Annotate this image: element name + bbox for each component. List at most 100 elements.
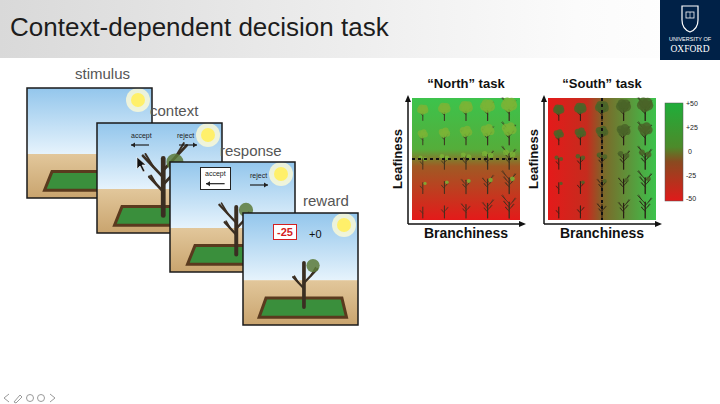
- north-task-map: “North” taskLeafinessBranchiness: [412, 98, 520, 220]
- tree-leaves: [503, 149, 509, 155]
- slide-title: Context-dependent decision task: [10, 13, 389, 42]
- tree-branch: [505, 183, 509, 187]
- tree-branch: [624, 200, 630, 206]
- tree-twig: [442, 161, 443, 163]
- sun: [337, 218, 351, 232]
- colorbar-value: -25: [686, 172, 696, 180]
- y-axis-head: [405, 95, 411, 102]
- tree-leaves: [506, 122, 514, 130]
- nav-back: [4, 394, 9, 402]
- reward-value: -25: [277, 226, 293, 238]
- tree-twig: [512, 204, 514, 207]
- tree-twig: [599, 184, 600, 186]
- arrow-head: [131, 143, 135, 148]
- tree-twig: [483, 202, 485, 205]
- tree-leaves: [485, 124, 493, 132]
- stage-label: response: [220, 143, 282, 160]
- crest-book: [686, 12, 694, 18]
- tree-twig: [506, 183, 507, 185]
- sun-glow: [332, 213, 356, 237]
- tree-branch: [441, 185, 444, 188]
- tree-twig: [642, 158, 643, 160]
- tree-leaves: [421, 129, 427, 135]
- tree-branch: [484, 208, 488, 212]
- y-axis: [543, 100, 545, 224]
- logo-text: UNIVERSITY OF: [669, 36, 711, 42]
- option-label: accept: [205, 170, 226, 178]
- tree-trunk: [580, 157, 581, 169]
- tree-branch: [618, 203, 623, 209]
- tree-trunk: [580, 181, 581, 193]
- colorbar-value: +50: [686, 100, 698, 108]
- tree-branch: [420, 211, 423, 214]
- tree-twig: [578, 161, 579, 163]
- option-label: reject: [177, 132, 194, 140]
- tree-branch: [482, 178, 487, 184]
- map-fill: [412, 98, 520, 220]
- tree-branch: [444, 208, 448, 212]
- tree-twig: [620, 159, 621, 161]
- tree-branch: [502, 171, 509, 179]
- tree-twig: [626, 205, 628, 208]
- axis-label: Leafiness: [391, 129, 405, 189]
- tree-twig: [491, 200, 493, 204]
- tree-leaves: [464, 101, 472, 109]
- tree-twig: [639, 195, 642, 200]
- tree-grid: [417, 97, 517, 218]
- tree-twig: [627, 200, 629, 204]
- tree-trunk: [465, 205, 466, 218]
- crest-spine: [690, 12, 691, 18]
- tree-leaves: [578, 103, 585, 110]
- reward-panel: reward+0-25: [243, 213, 358, 325]
- tree-leaves: [603, 179, 607, 183]
- tree-leaves: [646, 176, 651, 181]
- crest-shield: [682, 6, 698, 32]
- tree-leaves: [624, 178, 628, 182]
- tree-twig: [151, 176, 156, 185]
- tree-leaves: [621, 124, 629, 132]
- sky: [27, 88, 152, 154]
- tree-branch: [509, 174, 516, 181]
- tree-trunk: [558, 158, 559, 169]
- map-fill: [548, 98, 656, 220]
- tree-leaves: [510, 176, 515, 181]
- panel-border: [243, 213, 358, 325]
- tree-branch: [641, 207, 645, 211]
- tree-leaves: [624, 153, 630, 159]
- tree-twig: [640, 201, 642, 205]
- sun-glow: [126, 88, 150, 112]
- tree-leaves: [559, 182, 562, 185]
- tree-twig: [619, 202, 621, 205]
- tree-twig: [420, 186, 422, 188]
- tree-branch: [645, 150, 652, 157]
- tree-branch: [461, 204, 466, 209]
- nav-forward: [50, 394, 55, 402]
- tree-branch: [556, 211, 559, 214]
- tree-trunk: [558, 207, 559, 218]
- tree-twig: [506, 158, 507, 160]
- y-axis: [407, 100, 409, 224]
- tree-twig: [556, 186, 558, 188]
- tree-branch: [638, 171, 645, 179]
- tree-twig: [462, 179, 464, 182]
- tree-twig: [556, 210, 558, 212]
- tree-twig: [599, 160, 600, 162]
- tree-leaves: [645, 151, 651, 157]
- tree-branch: [461, 180, 466, 185]
- tree-branch: [645, 174, 652, 181]
- tree-leaves: [618, 151, 624, 157]
- tree-twig: [442, 210, 443, 212]
- stage-label: context: [150, 103, 198, 120]
- stage-label: reward: [303, 193, 349, 210]
- tree-trunk: [465, 156, 466, 169]
- tree-branch: [645, 199, 652, 206]
- sand: [243, 280, 358, 325]
- tree-branch: [620, 159, 624, 163]
- tree-trunk: [234, 207, 238, 255]
- tree-branch: [577, 210, 580, 213]
- x-axis: [408, 223, 521, 225]
- tree-leaves: [485, 100, 494, 109]
- tree-trunk: [465, 180, 466, 193]
- tree-twig: [483, 178, 485, 181]
